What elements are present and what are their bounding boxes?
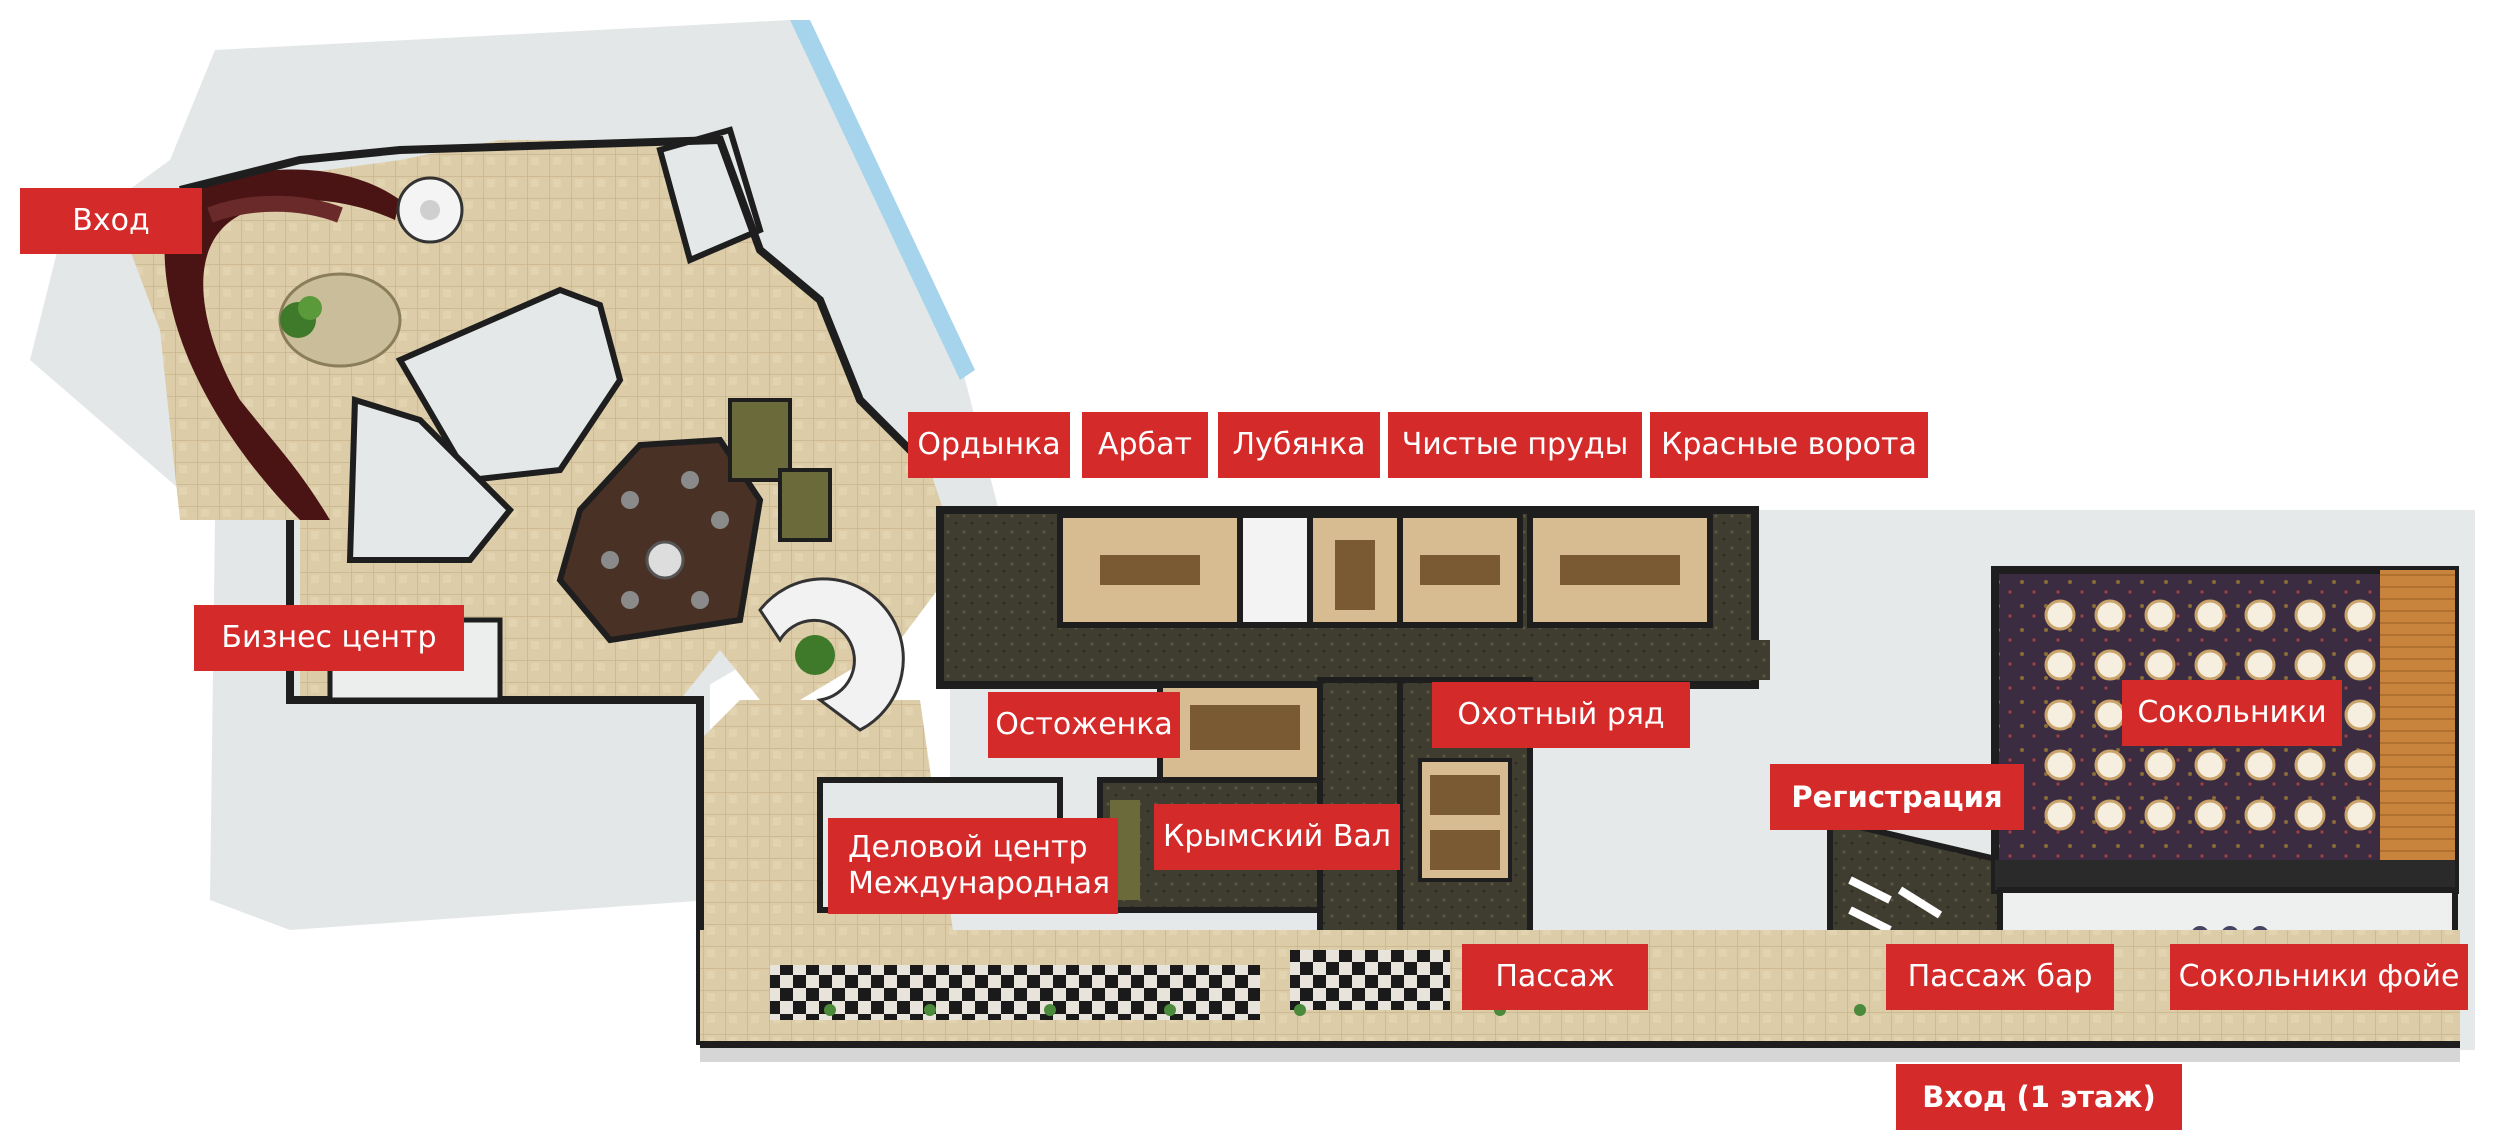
label-vhod-1-etazh[interactable]: Вход (1 этаж) [1896,1064,2182,1130]
label-delovoy-centr-line1: Деловой центр [848,830,1088,865]
label-lubyanka[interactable]: Лубянка [1218,412,1380,478]
label-delovoy-centr[interactable]: Деловой центр Международная [828,818,1118,914]
label-passazh-bar[interactable]: Пассаж бар [1886,944,2114,1010]
spiral-stair-icon [396,176,464,244]
label-delovoy-centr-line2: Международная [848,866,1111,901]
label-passazh[interactable]: Пассаж [1462,944,1648,1010]
round-tables [2044,599,2376,831]
label-biznes-centr[interactable]: Бизнес центр [194,605,464,671]
label-registraciya[interactable]: Регистрация [1770,764,2024,830]
cafe-tables [601,471,729,609]
label-ordynka[interactable]: Ордынка [908,412,1070,478]
label-sokolniki-foye[interactable]: Сокольники фойе [2170,944,2468,1010]
spiral-stair-icon [758,577,905,732]
label-chistye-prudy[interactable]: Чистые пруды [1388,412,1642,478]
label-ostozhenka[interactable]: Остоженка [988,692,1180,758]
label-arbat[interactable]: Арбат [1082,412,1208,478]
label-okhotny-ryad[interactable]: Охотный ряд [1432,682,1690,748]
label-krymsky-val[interactable]: Крымский Вал [1154,804,1400,870]
label-krasnye-vorota[interactable]: Красные ворота [1650,412,1928,478]
tree-icon [280,296,322,338]
label-vhod[interactable]: Вход [20,188,202,254]
label-sokolniki[interactable]: Сокольники [2122,680,2342,746]
